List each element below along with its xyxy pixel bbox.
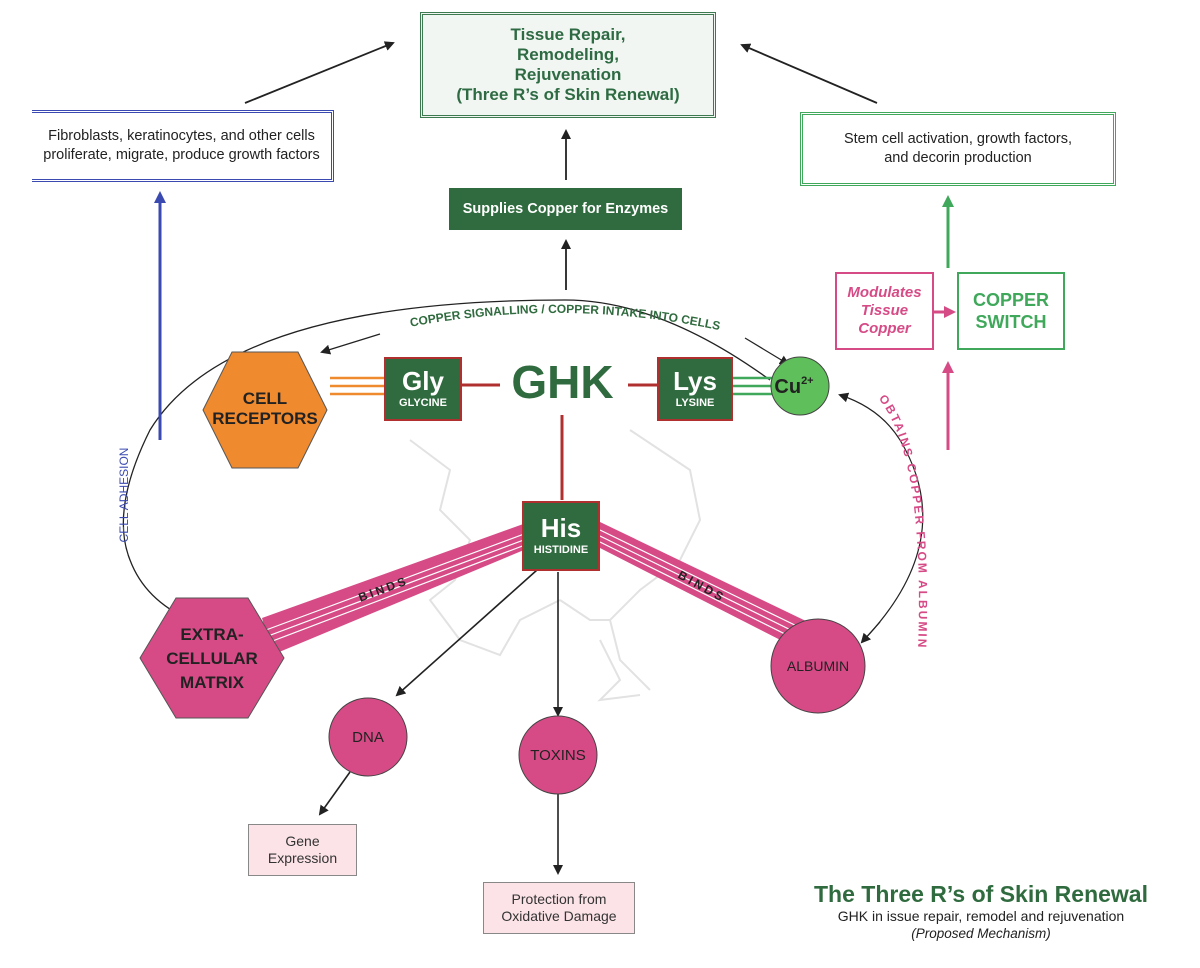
stem-cell-line1: Stem cell activation, growth factors, <box>843 131 1073 147</box>
molecule-structure <box>409 429 702 702</box>
copper-switch-line1: COPPER <box>972 290 1050 310</box>
stem-cell-line2: and decorin production <box>884 150 1032 166</box>
copper-signalling-label: COPPER SIGNALLING / COPPER INTAKE INTO C… <box>409 302 722 333</box>
albumin-label: ALBUMIN <box>787 658 849 674</box>
gene-expression-line2: Expression <box>267 850 338 866</box>
tissue-repair-line1: Tissue Repair, <box>510 25 626 44</box>
protection-line2: Oxidative Damage <box>501 908 617 924</box>
stem-cell-box: Stem cell activation, growth factors, an… <box>800 112 1116 186</box>
fibroblasts-line1: Fibroblasts, keratinocytes, and other ce… <box>48 128 315 144</box>
caption-subtitle: GHK in issue repair, remodel and rejuven… <box>837 908 1125 924</box>
protection-line1: Protection from <box>511 891 607 907</box>
dna-to-gene-arrow <box>318 771 351 816</box>
left-to-top-arrow <box>244 41 395 104</box>
right-to-top-arrow <box>740 43 878 104</box>
cell-receptors-line2: RECEPTORS <box>212 409 318 428</box>
obtains-copper-label: OBTAINS COPPER FROM ALBUMIN <box>876 392 930 650</box>
modulates-line1: Modulates <box>847 284 922 301</box>
his-box: His HISTIDINE <box>522 501 600 571</box>
modulates-tissue-copper-box: Modulates Tissue Copper <box>835 272 934 350</box>
dna-circle <box>328 697 408 777</box>
copper-switch-line2: SWITCH <box>975 312 1047 332</box>
copper-ion-label: Cu2+ <box>774 375 813 398</box>
tissue-repair-box: Tissue Repair, Remodeling, Rejuvenation … <box>420 12 716 118</box>
fibroblasts-box: Fibroblasts, keratinocytes, and other ce… <box>32 110 334 182</box>
ecm-line1: EXTRA- <box>180 625 243 644</box>
gene-expression-line1: Gene <box>285 833 320 849</box>
supplies-copper-box: Supplies Copper for Enzymes <box>449 188 682 230</box>
figure-caption: The Three R’s of Skin Renewal GHK in iss… <box>814 880 1148 942</box>
protection-box: Protection from Oxidative Damage <box>483 882 635 934</box>
caption-title: The Three R’s of Skin Renewal <box>813 881 1148 907</box>
fibroblasts-line2: proliferate, migrate, produce growth fac… <box>43 147 320 163</box>
copper-switch-box: COPPER SWITCH <box>957 272 1065 350</box>
binds-band-left <box>262 518 548 655</box>
dna-label: DNA <box>352 729 384 746</box>
gly-symbol: Gly <box>402 366 444 396</box>
toxins-circle <box>518 715 598 795</box>
modulates-line2: Tissue <box>860 302 909 319</box>
ghk-label: GHK <box>511 356 614 408</box>
lys-box: Lys LYSINE <box>657 357 733 421</box>
receptor-gly-link <box>330 376 384 396</box>
caption-note: (Proposed Mechanism) <box>911 926 1051 941</box>
gly-box: Gly GLYCINE <box>384 357 462 421</box>
lys-name: LYSINE <box>675 397 715 409</box>
ecm-line3: MATRIX <box>180 673 245 692</box>
cell-adhesion-label: CELL ADHESION <box>117 448 131 543</box>
gly-name: GLYCINE <box>399 397 447 409</box>
ecm-hexagon <box>139 597 285 719</box>
his-to-dna-arrow <box>395 569 538 697</box>
cell-receptors-hexagon <box>202 351 328 469</box>
binds-band-right <box>599 522 808 650</box>
copper-ion-circle <box>770 356 830 416</box>
cell-receptors-line1: CELL <box>243 389 287 408</box>
gene-expression-box: Gene Expression <box>248 824 357 876</box>
signalling-arc <box>122 299 771 621</box>
albumin-circle <box>770 618 866 714</box>
tissue-repair-line2: Remodeling, <box>516 45 619 64</box>
modulates-line3: Copper <box>858 320 911 337</box>
lys-symbol: Lys <box>673 366 717 396</box>
tissue-repair-line3: Rejuvenation <box>514 65 622 84</box>
arc-to-copper-arrow <box>744 337 790 366</box>
albumin-arc <box>838 392 924 643</box>
tissue-repair-line4: (Three R’s of Skin Renewal) <box>456 85 680 104</box>
lys-copper-link <box>733 376 772 396</box>
his-name: HISTIDINE <box>533 544 589 556</box>
ecm-line2: CELLULAR <box>166 649 258 668</box>
albumin-arc-start-arrow <box>860 621 881 644</box>
copper-ion-charge: 2+ <box>801 375 814 387</box>
his-symbol: His <box>540 513 582 543</box>
arc-to-receptors-arrow <box>320 333 381 355</box>
toxins-label: TOXINS <box>530 747 586 764</box>
